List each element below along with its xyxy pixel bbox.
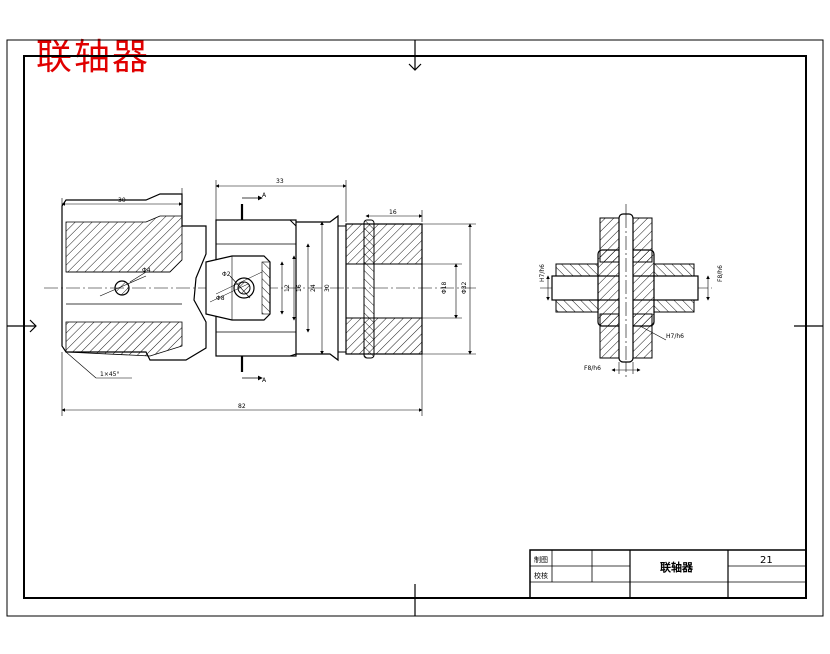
section-view: H7/h6 F8/h6 H7/h6 F8/h6 bbox=[539, 204, 724, 380]
section-mark-top: A bbox=[262, 192, 267, 199]
title-block-sheet-number: 21 bbox=[760, 555, 773, 566]
title-block-part-name: 联轴器 bbox=[660, 560, 694, 574]
dim-chamfer: 1×45° bbox=[100, 371, 119, 378]
dim-12: 12 bbox=[284, 284, 291, 292]
dim-phi32: Φ32 bbox=[461, 281, 468, 294]
fit-left: H7/h6 bbox=[539, 264, 546, 282]
dim-30: 30 bbox=[324, 284, 331, 292]
title-block bbox=[529, 549, 807, 599]
section-mark-bottom: A bbox=[262, 377, 267, 384]
dim-pin-b: Φ8 bbox=[216, 295, 225, 302]
title-block-row1-label: 制图 bbox=[534, 555, 548, 564]
drawing-title: 联轴器 bbox=[36, 37, 151, 78]
dim-small-hole: Φ4 bbox=[142, 267, 151, 274]
fit-center: H7/h6 bbox=[666, 333, 684, 340]
dim-pin-a: Φ2 bbox=[222, 271, 231, 278]
centering-marks bbox=[7, 40, 823, 616]
dim-phi18: Φ18 bbox=[441, 281, 448, 294]
dim-mid-length: 33 bbox=[276, 178, 284, 185]
main-view: A A bbox=[44, 178, 478, 416]
dim-overall-length: 82 bbox=[238, 403, 246, 410]
fit-right: F8/h6 bbox=[717, 265, 724, 282]
title-block-row2-label: 校核 bbox=[534, 571, 548, 580]
fit-bottom: F8/h6 bbox=[584, 365, 601, 372]
dim-left-length: 30 bbox=[118, 197, 126, 204]
dim-right-length: 16 bbox=[389, 209, 397, 216]
dim-24: 24 bbox=[310, 284, 317, 292]
dim-16: 16 bbox=[296, 284, 303, 292]
